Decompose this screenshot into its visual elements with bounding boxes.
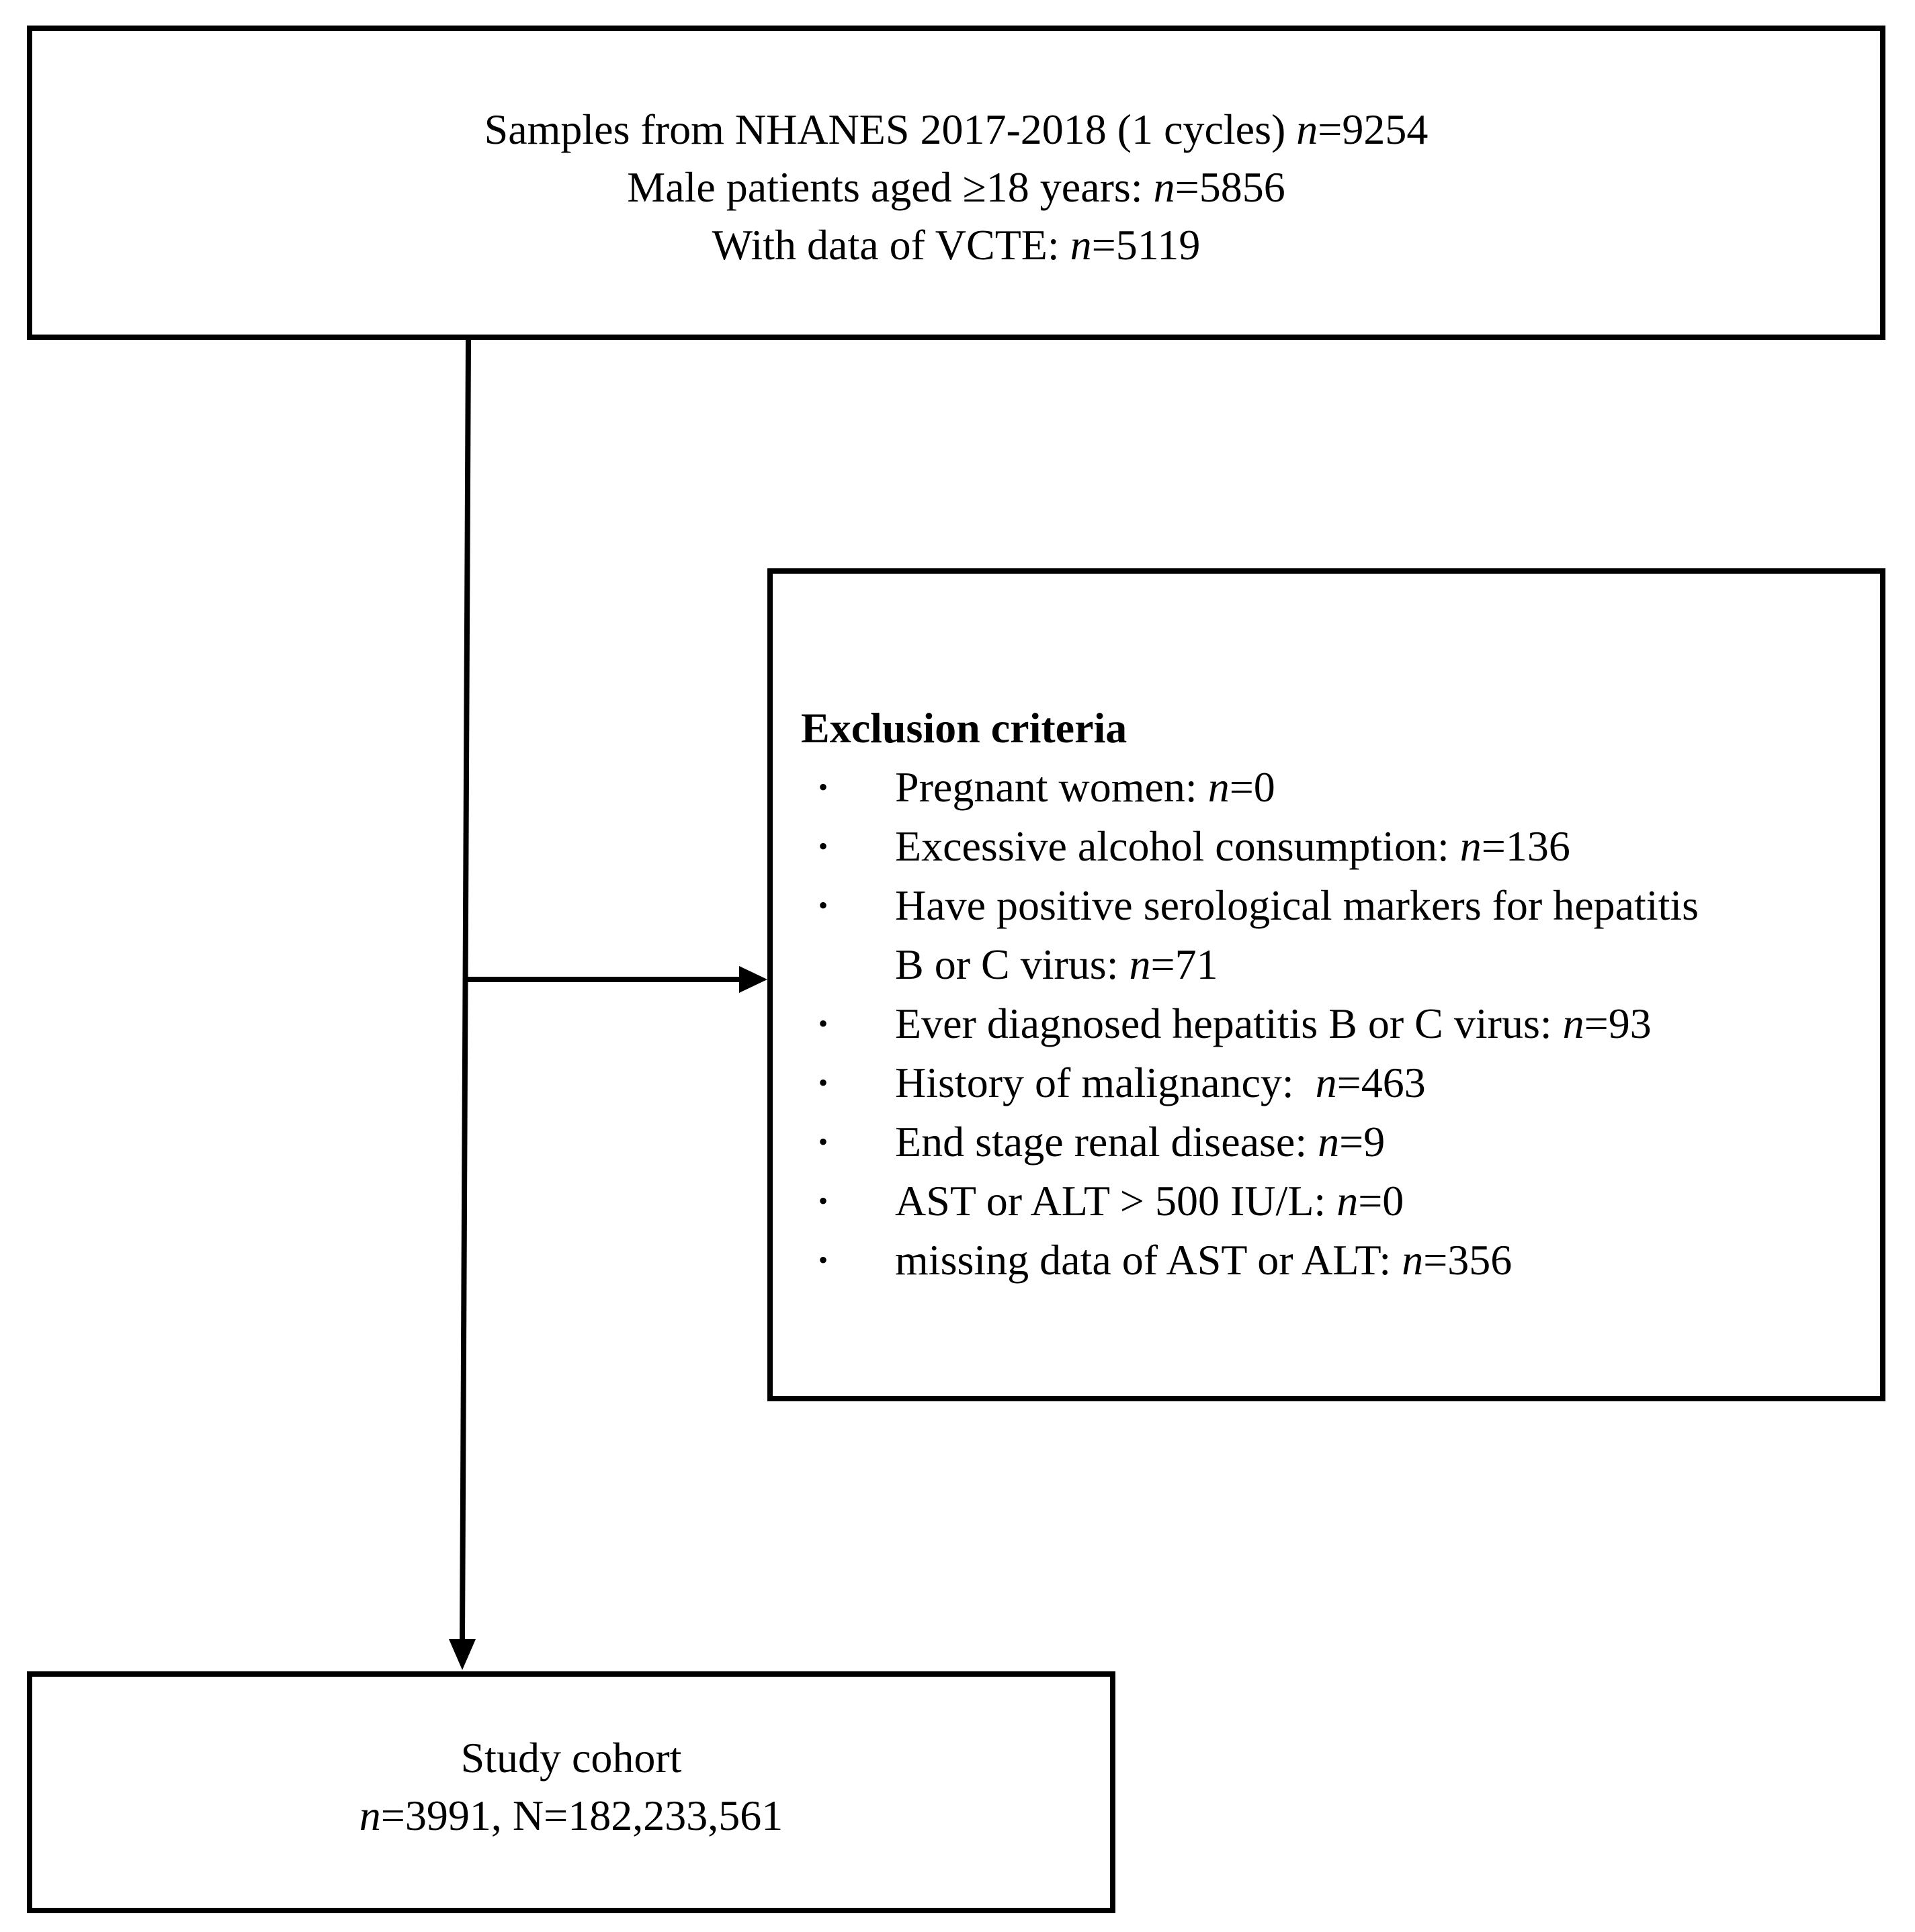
exclusion-count: =93 xyxy=(1584,1000,1652,1047)
samples-text: Samples from NHANES 2017-2018 (1 cycles)… xyxy=(32,101,1880,274)
cohort-count: =3991, N=182,233,561 xyxy=(380,1792,783,1839)
exclusion-label: missing data of AST or ALT: xyxy=(895,1236,1402,1284)
exclusion-label: Excessive alcohol consumption: xyxy=(895,822,1460,870)
exclusion-item-alcohol: • Excessive alcohol consumption: n=136 xyxy=(801,817,1699,876)
exclusion-item-missing-ast-alt: • missing data of AST or ALT: n=356 xyxy=(801,1231,1699,1290)
exclusion-item-serology-continued: B or C virus: n=71 xyxy=(801,935,1699,994)
exclusion-item-pregnant: • Pregnant women: n=0 xyxy=(801,758,1699,817)
male-adults-label: Male patients aged ≥18 years: xyxy=(627,163,1154,211)
exclusion-title: Exclusion criteria xyxy=(801,704,1127,752)
exclusion-count: =0 xyxy=(1229,763,1275,811)
cohort-title: Study cohort xyxy=(460,1734,682,1782)
samples-box: Samples from NHANES 2017-2018 (1 cycles)… xyxy=(27,26,1885,340)
n-symbol: n xyxy=(1315,1059,1337,1106)
n-symbol: n xyxy=(1336,1177,1359,1225)
n-symbol: n xyxy=(359,1792,381,1839)
exclusion-label: History of malignancy: xyxy=(895,1059,1316,1106)
n-symbol: n xyxy=(1459,822,1482,870)
bullet-icon: • xyxy=(818,890,828,920)
exclusion-label: Ever diagnosed hepatitis B or C virus: xyxy=(895,1000,1563,1047)
exclusion-label: Pregnant women: xyxy=(895,763,1208,811)
exclusion-item-serology: • Have positive serological markers for … xyxy=(801,876,1699,935)
bullet-icon: • xyxy=(818,1186,828,1216)
exclusion-item-malignancy: • History of malignancy: n=463 xyxy=(801,1053,1699,1112)
exclusion-count: =136 xyxy=(1481,822,1570,870)
exclusion-item-renal: • End stage renal disease: n=9 xyxy=(801,1112,1699,1172)
bullet-icon: • xyxy=(818,1067,828,1098)
n-symbol: n xyxy=(1129,940,1151,988)
male-adults-count: =5856 xyxy=(1175,163,1285,211)
exclusion-count: =463 xyxy=(1336,1059,1426,1106)
exclusion-label: End stage renal disease: xyxy=(895,1118,1318,1166)
n-symbol: n xyxy=(1402,1236,1424,1284)
exclusion-label: B or C virus: xyxy=(895,940,1130,988)
n-symbol: n xyxy=(1562,1000,1584,1047)
exclusion-content: Exclusion criteria • Pregnant women: n=0… xyxy=(801,699,1699,1290)
vcte-label: With data of VCTE: xyxy=(712,221,1070,269)
exclusion-count: =356 xyxy=(1423,1236,1513,1284)
male-adults-line: Male patients aged ≥18 years: n=5856 xyxy=(32,159,1880,216)
exclusion-count: =0 xyxy=(1358,1177,1404,1225)
bullet-icon: • xyxy=(818,772,828,802)
vcte-count: =5119 xyxy=(1091,221,1201,269)
n-symbol: n xyxy=(1318,1118,1340,1166)
n-symbol: n xyxy=(1296,105,1318,153)
n-symbol: n xyxy=(1070,221,1092,269)
bullet-icon: • xyxy=(818,831,828,861)
study-cohort-text: Study cohort n=3991, N=182,233,561 xyxy=(32,1729,1110,1845)
bullet-icon: • xyxy=(818,1127,828,1157)
exclusion-item-diagnosed-hepatitis: • Ever diagnosed hepatitis B or C virus:… xyxy=(801,994,1699,1053)
bullet-icon: • xyxy=(818,1008,828,1039)
n-symbol: n xyxy=(1207,763,1230,811)
cohort-count-line: n=3991, N=182,233,561 xyxy=(32,1787,1110,1845)
samples-count: =9254 xyxy=(1318,105,1429,153)
exclusion-count: =71 xyxy=(1150,940,1218,988)
exclusion-criteria-box: Exclusion criteria • Pregnant women: n=0… xyxy=(767,568,1885,1401)
bullet-icon: • xyxy=(818,1245,828,1275)
vcte-line: With data of VCTE: n=5119 xyxy=(32,216,1880,274)
samples-label: Samples from NHANES 2017-2018 (1 cycles) xyxy=(484,105,1297,153)
n-symbol: n xyxy=(1153,163,1175,211)
down-arrowhead xyxy=(449,1639,476,1670)
exclusion-item-ast-alt-high: • AST or ALT > 500 IU/L: n=0 xyxy=(801,1172,1699,1231)
samples-line: Samples from NHANES 2017-2018 (1 cycles)… xyxy=(32,101,1880,159)
exclusion-count: =9 xyxy=(1339,1118,1386,1166)
main-vertical-connector xyxy=(460,339,471,1640)
study-cohort-box: Study cohort n=3991, N=182,233,561 xyxy=(27,1671,1115,1913)
right-arrowhead xyxy=(739,966,767,993)
exclusion-label: AST or ALT > 500 IU/L: xyxy=(895,1177,1337,1225)
exclusion-label: Have positive serological markers for he… xyxy=(895,881,1699,929)
